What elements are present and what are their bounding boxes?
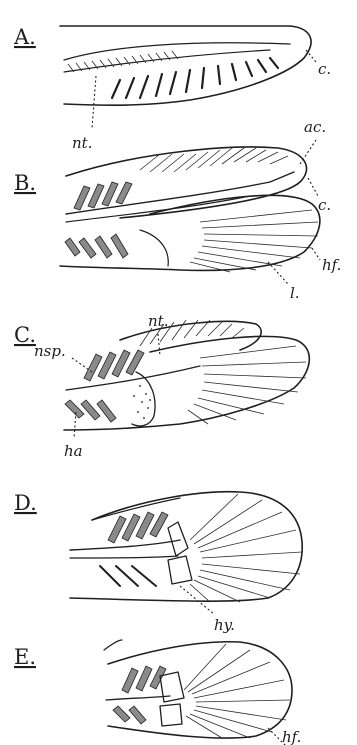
panel-e-rays [184,644,290,738]
panel-b-label-hf: hf. [322,256,341,274]
panel-c-caudal-fan [64,336,309,430]
panel-a-nt-leader [92,76,96,128]
panel-c-label-nsp: nsp. [34,342,66,360]
panel-d: D. hy. [14,491,302,634]
panel-b-ventral-rays [190,210,318,272]
panel-a-label-nt: nt. [72,134,92,152]
panel-e-label-hf: hf. [282,728,301,745]
panel-c: C. [14,312,309,460]
panel-d-letter: D. [14,491,37,515]
panel-c-rays [188,346,306,424]
panel-c-letter: C. [14,323,36,347]
panel-d-neural-spines [108,512,168,543]
panel-b-dorsal-hatching [140,148,288,172]
panel-b-label-l: l. [290,284,300,302]
panel-c-nt-leader [158,334,160,356]
panel-c-stipple [133,385,151,419]
panel-c-label-ha: ha [64,442,83,460]
panel-a: A. nt. c. [13,25,331,152]
panel-c-upper-lobe [120,321,261,350]
panel-a-fin-outline [60,26,311,105]
panel-c-haemal-spines [65,400,116,422]
panel-e-caudal-fan [108,642,292,738]
panel-a-rays [112,58,278,98]
panel-c-label-nt: nt. [148,312,168,330]
panel-b-haemal-spines [65,234,128,258]
panel-b: B. ac. c. hf [14,118,341,302]
panel-e: E. hf. [14,640,301,745]
panel-d-label-hy: hy. [214,616,235,634]
panel-d-haemal-spines [100,566,156,586]
panel-a-letter: A. [13,25,36,49]
panel-d-rays [190,494,302,602]
panel-c-neural-spines [84,350,144,381]
panel-c-ha-leader [74,412,76,438]
panel-b-hf-leader [312,248,320,260]
panel-b-letter: B. [14,171,36,195]
panel-a-label-c: c. [318,60,331,78]
panel-b-label-ac: ac. [304,118,326,136]
panel-b-c-leader [308,178,318,196]
panel-e-spines [113,666,166,724]
panel-b-ac-leader [300,140,316,164]
panel-b-label-c: c. [318,196,331,214]
panel-e-letter: E. [14,645,36,669]
